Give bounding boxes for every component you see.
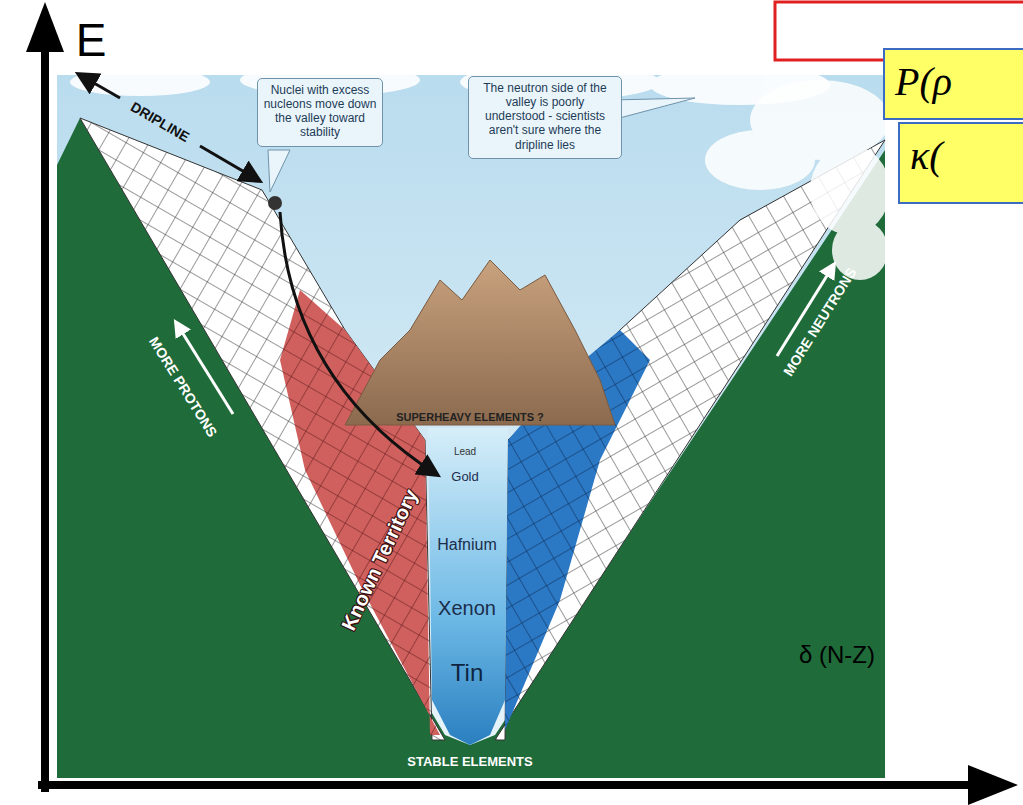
decay-path-arrow: [280, 212, 436, 474]
dripline-arrow: [200, 146, 258, 180]
node-text: κ(: [910, 132, 1017, 180]
axis-label: δ (N-Z): [799, 642, 875, 667]
element-label: Hafnium: [437, 537, 497, 554]
cloud: [810, 145, 890, 235]
green-mountain: [57, 118, 885, 778]
cloud: [832, 220, 888, 280]
callout-bubble: The neutron side of the valley is poorly…: [468, 76, 622, 159]
superheavy-mountain: [345, 260, 615, 425]
clouds: [705, 80, 890, 280]
formula-box: κ(: [898, 122, 1023, 204]
node-text: Nuclei with excess nucleons move down th…: [263, 83, 377, 140]
asymmetry-axis: [38, 781, 975, 789]
callout-tail: [268, 150, 290, 192]
element-label: Lead: [454, 447, 476, 458]
region-label: STABLE ELEMENTS: [407, 755, 532, 769]
axis-label: E: [76, 16, 107, 64]
grid-slope: [495, 140, 885, 740]
axis-arrowhead: [968, 765, 1018, 805]
energy-axis: [41, 45, 49, 792]
element-label: Tin: [451, 660, 483, 685]
stability-river: [428, 428, 508, 745]
clouds: [70, 64, 830, 105]
region-label: SUPERHEAVY ELEMENTS ?: [396, 412, 544, 424]
callout-bubble: Nuclei with excess nucleons move down th…: [257, 78, 383, 147]
dripline-arrow: [80, 75, 120, 98]
callout-tail: [612, 98, 695, 120]
element-label: Xenon: [438, 598, 496, 619]
grid-slope: [80, 118, 445, 740]
cloud: [705, 130, 815, 190]
node-text: P(ρ: [895, 58, 1017, 106]
formula-box: P(ρ: [883, 48, 1023, 120]
element-label: Gold: [451, 470, 478, 484]
nucleus-ball: [268, 196, 282, 210]
node-text: The neutron side of the valley is poorly…: [474, 81, 616, 152]
sky: [57, 75, 885, 778]
axis-arrowhead: [26, 2, 64, 52]
